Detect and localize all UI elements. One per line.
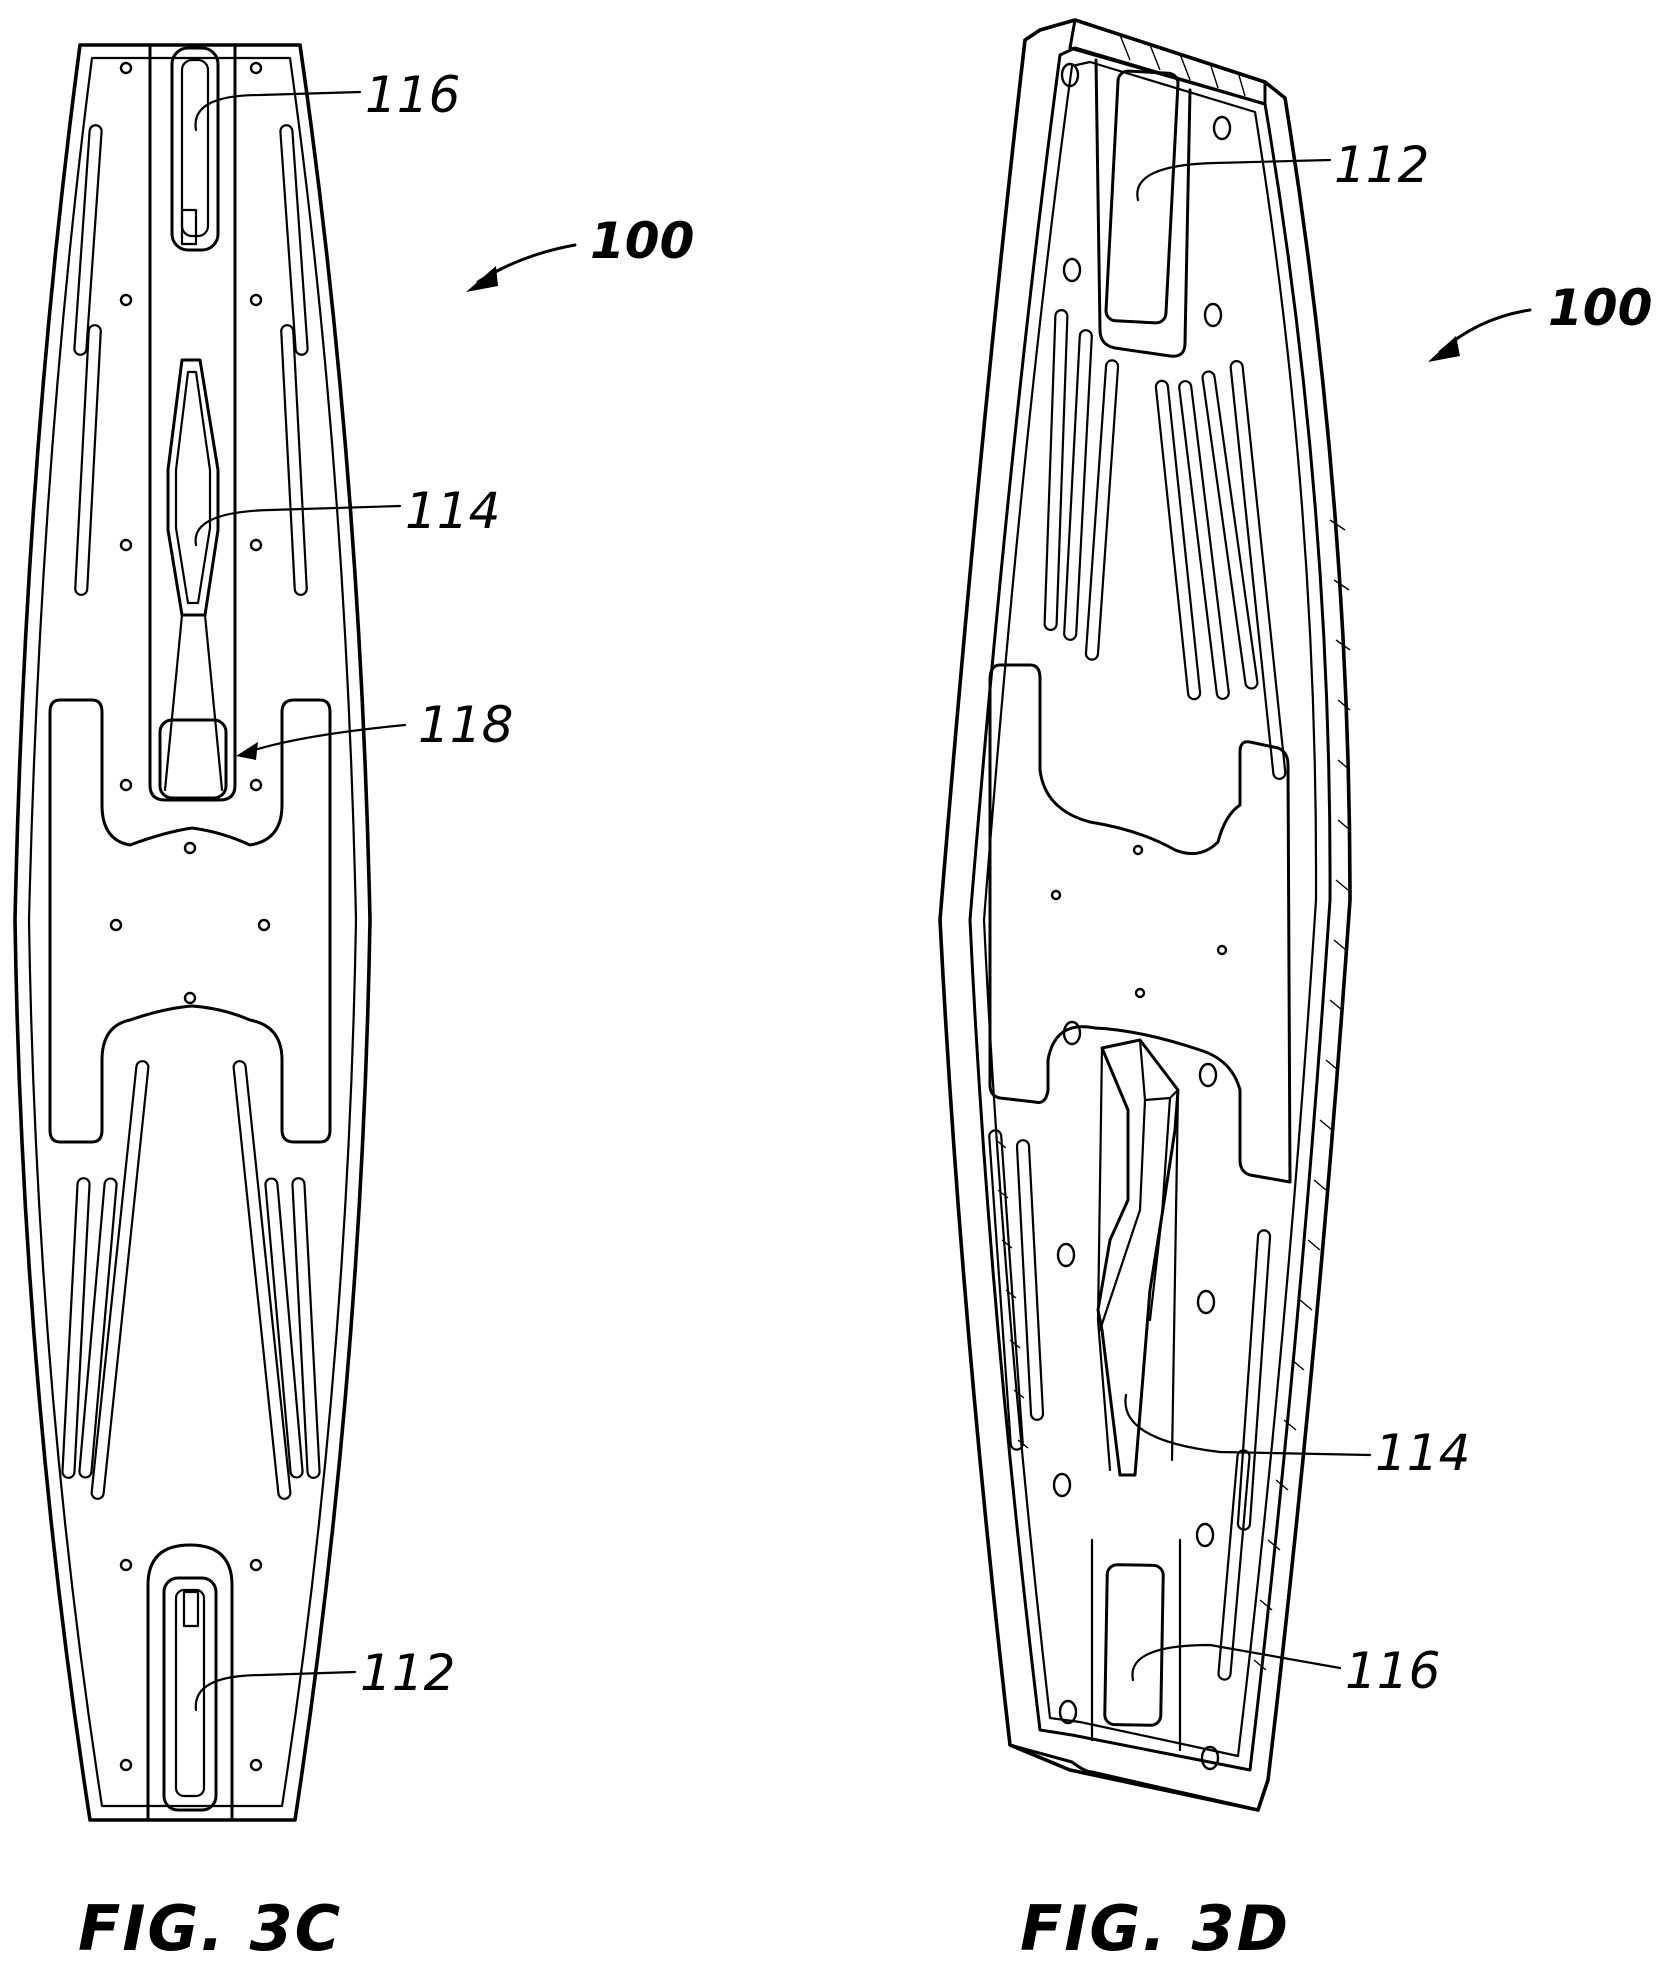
upper-slot-frame xyxy=(1094,58,1192,358)
lower-slot-inner xyxy=(174,1588,206,1798)
groove xyxy=(1015,1139,1045,1421)
groove xyxy=(90,1060,150,1500)
lower-slot-frame xyxy=(146,1543,234,1822)
label-3d-116: 116 xyxy=(1345,1642,1440,1700)
label-3c-114: 114 xyxy=(405,482,500,540)
groove xyxy=(1178,380,1230,700)
top-rim xyxy=(1068,18,1267,106)
center-spine xyxy=(148,43,237,802)
mounting-holes xyxy=(109,61,271,1772)
groove xyxy=(61,1177,91,1479)
groove xyxy=(264,1177,304,1479)
upper-slot xyxy=(170,46,220,252)
upper-slot xyxy=(1104,69,1180,325)
board-outline xyxy=(13,43,372,1822)
fig-3d-leaders xyxy=(1124,158,1532,1682)
groove xyxy=(1063,329,1093,641)
channel-end xyxy=(158,718,228,800)
deck-inner xyxy=(968,46,1332,1772)
top-rim-hatch xyxy=(1119,34,1246,97)
channel-tail xyxy=(163,613,224,792)
groove xyxy=(1236,1229,1272,1531)
label-3c-112: 112 xyxy=(360,1644,455,1702)
label-3d-114: 114 xyxy=(1375,1424,1470,1482)
side-hatch xyxy=(1253,519,1351,1671)
deck-inner-2 xyxy=(982,60,1318,1758)
groove xyxy=(1217,1449,1251,1681)
groove xyxy=(279,124,309,356)
center-channel xyxy=(1096,1038,1180,1477)
label-3c-116: 116 xyxy=(365,66,460,124)
groove xyxy=(1154,379,1202,701)
center-channel-inner xyxy=(1098,1038,1180,1332)
tail-edge xyxy=(1008,1743,1252,1810)
fig-3d-board xyxy=(938,18,1352,1812)
channel-surface xyxy=(1096,1046,1180,1472)
lower-slot xyxy=(1103,1563,1165,1727)
groove xyxy=(280,324,308,596)
upper-slot-notch xyxy=(180,208,198,246)
groove xyxy=(1043,308,1069,632)
groove xyxy=(232,1060,292,1500)
fig-3c-board xyxy=(13,43,372,1822)
lower-slot-frame xyxy=(1090,1538,1182,1752)
groove xyxy=(291,1177,321,1479)
label-3d-100: 100 xyxy=(1548,279,1652,337)
label-3d-112: 112 xyxy=(1334,136,1429,194)
groove xyxy=(74,324,102,596)
fig-3c-leaders xyxy=(194,90,577,1712)
binding-cutout xyxy=(988,663,1292,1184)
groove xyxy=(1229,360,1287,780)
center-channel-inner xyxy=(174,370,212,605)
groove xyxy=(1201,370,1259,690)
binding-cutout-upper xyxy=(48,698,332,1144)
groove xyxy=(1084,359,1120,661)
groove xyxy=(988,1129,1024,1451)
caption-fig-3d: FIG. 3D xyxy=(1020,1892,1290,1965)
board-outline-inner xyxy=(27,56,358,1808)
caption-fig-3c: FIG. 3C xyxy=(78,1892,342,1965)
lower-slot-notch xyxy=(182,1590,200,1628)
mounting-bosses xyxy=(1050,62,1232,1771)
groove xyxy=(73,124,103,356)
board-outline xyxy=(938,18,1352,1812)
lower-slot xyxy=(162,1576,218,1812)
groove xyxy=(78,1177,118,1479)
label-3c-118: 118 xyxy=(418,696,513,754)
label-3c-100: 100 xyxy=(590,212,694,270)
